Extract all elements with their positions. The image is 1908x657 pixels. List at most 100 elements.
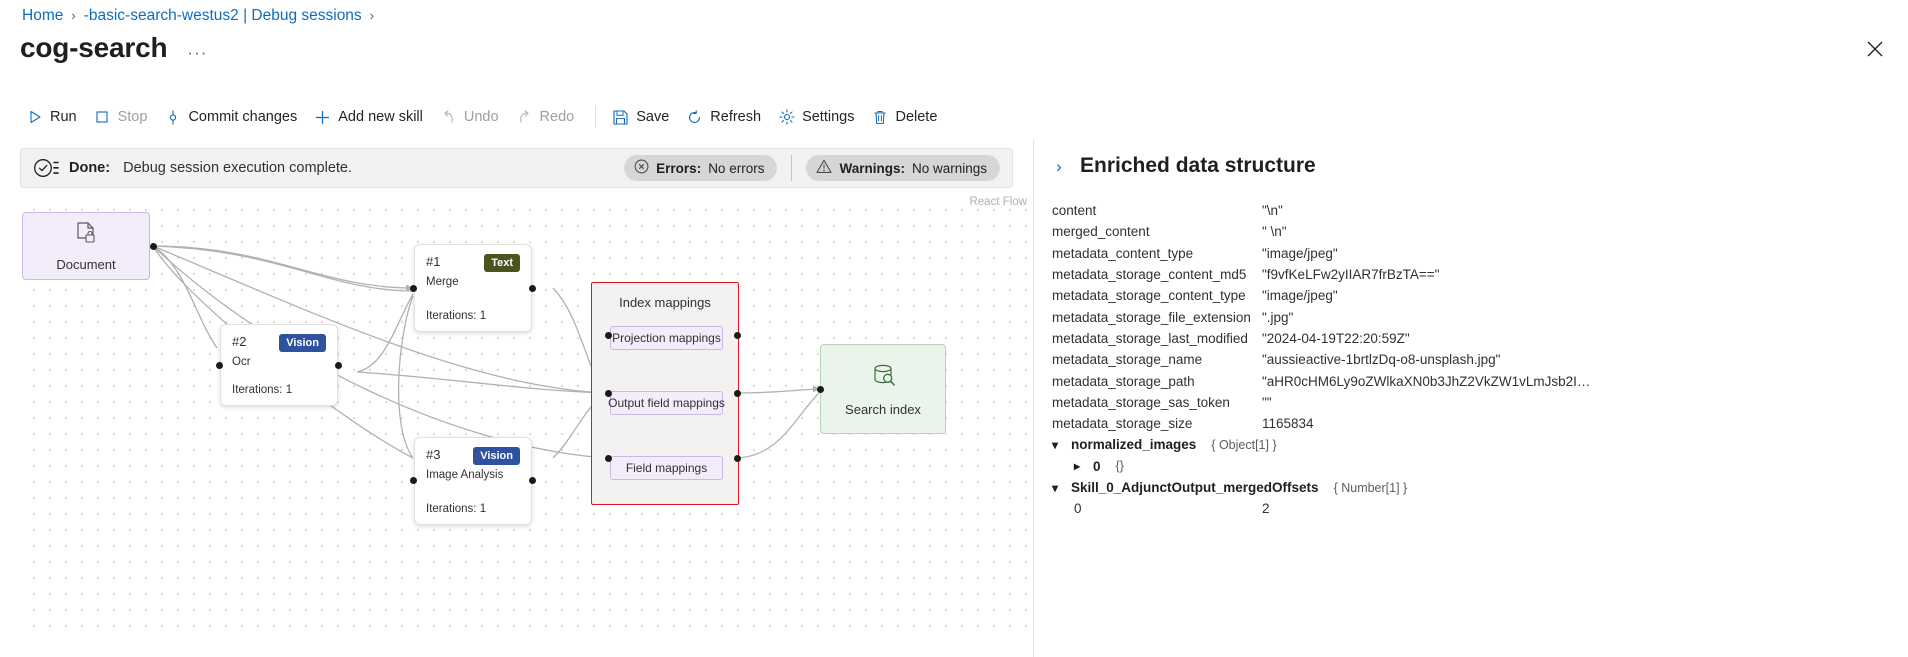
undo-button[interactable]: Undo — [434, 102, 510, 132]
node-skill-3[interactable]: #3 Vision Image Analysis Iterations: 1 — [414, 437, 532, 525]
data-row-key: metadata_storage_content_md5 — [1052, 267, 1247, 283]
save-label: Save — [636, 109, 670, 125]
chevron-right-icon[interactable]: › — [1056, 156, 1062, 176]
data-row-value: "\n" — [1262, 203, 1283, 219]
data-row: metadata_content_type "image/jpeg" — [1052, 243, 1908, 264]
port-field-mappings-in[interactable] — [605, 455, 612, 462]
port-skill-2-out[interactable] — [335, 362, 342, 369]
data-row-value: " \n" — [1262, 224, 1287, 240]
node-skill-1-number: #1 — [426, 254, 441, 269]
data-row-name: normalized_images — [1071, 437, 1197, 453]
warnings-badge[interactable]: Warnings: No warnings — [806, 155, 1000, 181]
data-row-type: { Object[1] } — [1211, 437, 1277, 452]
react-flow-watermark: React Flow — [969, 196, 1027, 208]
data-row-value: ".jpg" — [1262, 309, 1294, 325]
breadcrumb-separator-icon: › — [71, 8, 76, 23]
port-skill-3-out[interactable] — [529, 477, 536, 484]
node-document[interactable]: Document — [22, 212, 150, 280]
data-row-key: ▸ 0 {} — [1074, 459, 1124, 474]
data-row-value: "aussieactive-1brtlzDq-o8-unsplash.jpg" — [1262, 352, 1501, 368]
group-index-mappings[interactable]: Index mappings Projection mappings Outpu… — [591, 282, 739, 505]
data-row-key: metadata_storage_path — [1052, 373, 1195, 389]
breadcrumb-separator-icon-2: › — [369, 8, 375, 23]
data-row-key: metadata_storage_file_extension — [1052, 309, 1251, 325]
more-options-button[interactable]: ··· — [187, 42, 208, 62]
data-row-value: "2024-04-19T22:20:59Z" — [1262, 330, 1410, 346]
data-row: metadata_storage_sas_token "" — [1052, 392, 1908, 413]
port-skill-2-in[interactable] — [216, 362, 223, 369]
play-icon — [26, 109, 43, 126]
port-field-mappings-out[interactable] — [734, 455, 741, 462]
pill-projection-mappings[interactable]: Projection mappings — [610, 326, 723, 350]
gear-icon — [778, 109, 795, 126]
delete-button[interactable]: Delete — [865, 102, 948, 132]
data-row-value: "image/jpeg" — [1262, 288, 1338, 304]
breadcrumb-item-home[interactable]: Home — [22, 7, 64, 24]
data-row-expandable[interactable]: ▾ Skill_0_AdjunctOutput_mergedOffsets { … — [1052, 477, 1908, 498]
node-skill-2-number: #2 — [232, 334, 247, 349]
port-output-field-mappings-in[interactable] — [605, 390, 612, 397]
undo-label: Undo — [463, 109, 499, 125]
settings-button[interactable]: Settings — [772, 102, 865, 132]
port-skill-1-in[interactable] — [410, 285, 417, 292]
close-icon[interactable] — [1862, 36, 1888, 62]
group-index-mappings-title: Index mappings — [619, 295, 711, 310]
skillset-flow-canvas[interactable]: React Flow — [20, 196, 1033, 637]
panel-divider — [1033, 140, 1034, 657]
data-row-name: Skill_0_AdjunctOutput_mergedOffsets — [1071, 480, 1319, 495]
data-row-value: "" — [1262, 394, 1272, 410]
pill-output-field-mappings[interactable]: Output field mappings — [608, 391, 725, 415]
enriched-data-header: › Enriched data structure — [1044, 140, 1908, 188]
run-button[interactable]: Run — [20, 102, 88, 132]
commit-changes-button[interactable]: Commit changes — [158, 102, 308, 132]
port-document-out[interactable] — [150, 243, 157, 250]
node-search-index-label: Search index — [845, 401, 921, 417]
data-row-key: metadata_storage_content_type — [1052, 288, 1246, 304]
data-row-key: metadata_content_type — [1052, 245, 1194, 261]
refresh-button[interactable]: Refresh — [680, 102, 772, 132]
port-projection-mappings-in[interactable] — [605, 332, 612, 339]
save-button[interactable]: Save — [606, 102, 680, 132]
breadcrumb-item-debug-sessions[interactable]: -basic-search-westus2 | Debug sessions — [83, 7, 362, 24]
trash-icon — [871, 109, 888, 126]
port-projection-mappings-out[interactable] — [734, 332, 741, 339]
data-row-key: ▾ normalized_images { Object[1] } — [1052, 437, 1277, 452]
data-row-type: {} — [1115, 459, 1124, 474]
data-row: metadata_storage_content_md5 "f9vfKeLFw2… — [1052, 264, 1908, 285]
data-row-key: ▾ Skill_0_AdjunctOutput_mergedOffsets { … — [1052, 480, 1407, 495]
errors-value: No errors — [708, 160, 765, 176]
port-skill-3-in[interactable] — [410, 477, 417, 484]
node-skill-2[interactable]: #2 Vision Ocr Iterations: 1 — [220, 324, 338, 406]
enriched-data-list: content "\n" merged_content " \n" metada… — [1044, 188, 1908, 519]
chevron-down-icon[interactable]: ▾ — [1052, 480, 1059, 495]
data-row: metadata_storage_content_type "image/jpe… — [1052, 285, 1908, 306]
stop-button[interactable]: Stop — [88, 102, 159, 132]
data-row: metadata_storage_last_modified "2024-04-… — [1052, 328, 1908, 349]
page-title: cog-search — [20, 32, 168, 63]
node-skill-1[interactable]: #1 Text Merge Iterations: 1 — [414, 244, 532, 332]
node-skill-2-badge: Vision — [279, 334, 326, 352]
port-skill-1-out[interactable] — [529, 285, 536, 292]
data-row-expandable[interactable]: ▸ 0 {} — [1052, 456, 1908, 477]
node-search-index[interactable]: Search index — [820, 344, 946, 434]
node-skill-2-iterations: Iterations: 1 — [232, 384, 293, 396]
port-output-field-mappings-out[interactable] — [734, 390, 741, 397]
data-row-expandable[interactable]: ▾ normalized_images { Object[1] } — [1052, 434, 1908, 455]
data-row-value: "f9vfKeLFw2yIIAR7frBzTA==" — [1262, 267, 1440, 283]
warnings-value: No warnings — [911, 160, 987, 176]
port-search-index-in[interactable] — [817, 386, 824, 393]
data-row: content "\n" — [1052, 200, 1908, 221]
redo-button[interactable]: Redo — [510, 102, 586, 132]
add-new-skill-button[interactable]: Add new skill — [308, 102, 434, 132]
check-list-icon — [33, 157, 59, 179]
status-message-group: Done: Debug session execution complete. — [33, 157, 624, 179]
pill-field-mappings[interactable]: Field mappings — [610, 456, 723, 480]
chevron-down-icon[interactable]: ▾ — [1052, 437, 1059, 452]
data-row-key: metadata_storage_last_modified — [1052, 330, 1248, 346]
run-label: Run — [50, 109, 77, 125]
enriched-data-panel: › Enriched data structure content "\n" m… — [1044, 140, 1908, 657]
chevron-right-icon[interactable]: ▸ — [1074, 459, 1081, 474]
stop-label: Stop — [117, 109, 148, 125]
errors-badge[interactable]: Errors: No errors — [624, 155, 778, 181]
